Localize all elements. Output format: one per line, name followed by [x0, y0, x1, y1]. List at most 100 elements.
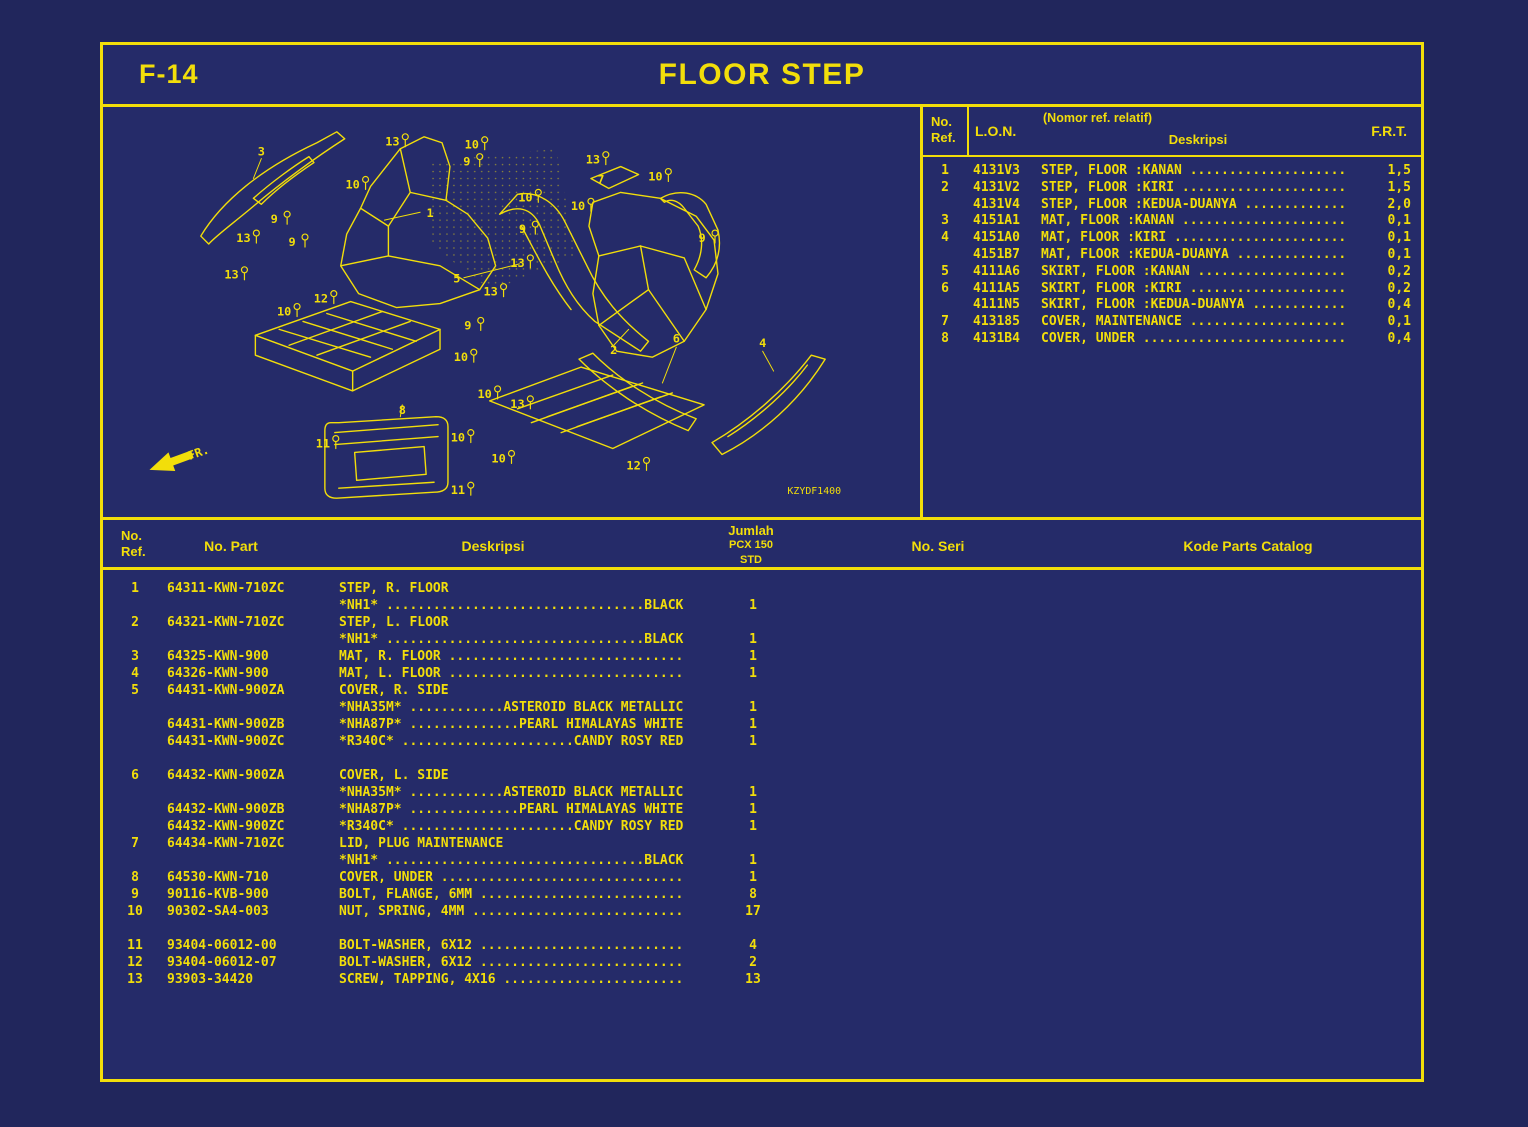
part-number: 90302-SA4-003: [167, 904, 269, 919]
part-ref-no: [103, 716, 167, 733]
part-3-floor-skirt-left-shape: [200, 131, 346, 245]
parts-table-row: [103, 750, 1421, 767]
fastener-glyph: [240, 266, 249, 281]
fastener-glyph: [301, 233, 309, 248]
part-number-label-7: 7: [597, 172, 604, 186]
lon-code: 4151B7: [973, 246, 1020, 262]
part-ref-no: 6: [131, 768, 139, 783]
part-number-label-13: 13: [510, 256, 524, 270]
part-ref-no: [103, 733, 167, 750]
lon-header-frt: F.R.T.: [1371, 123, 1407, 139]
exploded-diagram: FR. KZYDF1400 31310913710101010199139913…: [149, 131, 841, 499]
part-number: [167, 852, 339, 869]
parts-table-row: 64432-KWN-900ZB*NHA87P* ..............PE…: [103, 801, 1421, 818]
part-ref-no: [103, 784, 167, 801]
lon-code: 4131V2: [973, 179, 1020, 195]
lon-code: 4111N5: [973, 297, 1020, 313]
lon-code: 4111A6: [973, 263, 1020, 279]
part-number: 64432-KWN-900ZA: [167, 768, 285, 783]
lon-table-header: No. Ref. L.O.N. (Nomor ref. relatif) Des…: [923, 107, 1421, 157]
part-qty: 4: [749, 938, 757, 953]
part-5-cover-right-side-shape: [498, 192, 650, 352]
part-number-label-8: 8: [399, 403, 406, 417]
part-qty: 1: [749, 666, 757, 681]
parts-table-row: *NH1* .................................B…: [103, 597, 1421, 614]
part-qty: 13: [745, 972, 761, 987]
part-ref-no: 2: [131, 615, 139, 630]
frt-value: 0,4: [1387, 297, 1411, 313]
part-number: 64434-KWN-710ZC: [167, 836, 285, 851]
lon-code: 4151A0: [973, 230, 1020, 246]
frt-value: 1,5: [1387, 179, 1411, 195]
part-number-label-13: 13: [385, 135, 399, 149]
part-number-label-4: 4: [759, 336, 766, 350]
lon-description: COVER, MAINTENANCE ....................: [1041, 314, 1347, 330]
parts-table-row: *NHA35M* ............ASTEROID BLACK META…: [103, 784, 1421, 801]
part-description: [339, 920, 723, 937]
fastener-glyph: [283, 210, 291, 225]
part-number-label-10: 10: [345, 177, 359, 191]
part-number-label-2: 2: [610, 343, 617, 357]
part-number-label-6: 6: [673, 331, 680, 345]
lon-ref-no: 7: [941, 314, 949, 330]
part-number-label-10: 10: [571, 199, 585, 213]
lon-header-no-ref: No. Ref.: [931, 114, 956, 146]
part-qty: [723, 580, 783, 597]
part-number-label-10: 10: [478, 387, 492, 401]
frt-value: 1,5: [1387, 163, 1411, 178]
part-number: 64431-KWN-900ZB: [167, 717, 285, 732]
part-qty: 1: [749, 734, 757, 749]
part-number-label-3: 3: [258, 145, 265, 159]
fastener-glyph: [642, 456, 651, 471]
part-description: *R340C* ......................CANDY ROSY…: [339, 819, 684, 834]
part-number-label-9: 9: [699, 231, 706, 245]
frt-value: 0,1: [1387, 314, 1411, 330]
fastener-glyph: [531, 220, 539, 235]
part-number-label-1: 1: [427, 206, 434, 220]
parts-header-no-seri: No. Seri: [911, 538, 965, 554]
part-number-label-10: 10: [491, 451, 505, 465]
part-ref-no: [103, 920, 167, 937]
fastener-glyph: [467, 429, 475, 444]
lon-code: 4131V4: [973, 196, 1020, 212]
part-ref-no: 1: [131, 581, 139, 596]
part-ref-no: 3: [131, 649, 139, 664]
part-number-label-12: 12: [626, 458, 640, 472]
part-number-label-13: 13: [510, 397, 524, 411]
parts-header-kode: Kode Parts Catalog: [1183, 538, 1313, 554]
part-ref-no: 7: [131, 836, 139, 851]
lon-ref-no: [923, 247, 967, 264]
lon-description: MAT, FLOOR :KIRI ......................: [1041, 230, 1347, 246]
parts-header-no-part: No. Part: [204, 538, 258, 554]
part-qty: 1: [749, 649, 757, 664]
lon-ref-no: 6: [941, 280, 949, 296]
fastener-glyph: [587, 197, 595, 212]
lon-description: STEP, FLOOR :KANAN ....................: [1041, 163, 1347, 178]
part-qty: [723, 920, 783, 937]
parts-table-header: No. Ref. No. Part Deskripsi Jumlah PCX 1…: [103, 520, 1421, 570]
part-ref-no: [103, 818, 167, 835]
part-number-label-9: 9: [463, 155, 470, 169]
part-number-label-9: 9: [519, 222, 526, 236]
lon-ref-no: [923, 197, 967, 214]
part-description: *NH1* .................................B…: [339, 598, 684, 613]
fastener-glyph: [534, 188, 542, 203]
fastener-glyph: [526, 254, 534, 269]
part-6-floor-skirt-right-shape: [578, 352, 697, 432]
part-7-maintenance-lid-shape: [590, 165, 640, 190]
part-qty: 1: [749, 700, 757, 715]
part-description: BOLT-WASHER, 6X12 ......................…: [339, 938, 684, 953]
part-number-label-13: 13: [586, 153, 600, 167]
